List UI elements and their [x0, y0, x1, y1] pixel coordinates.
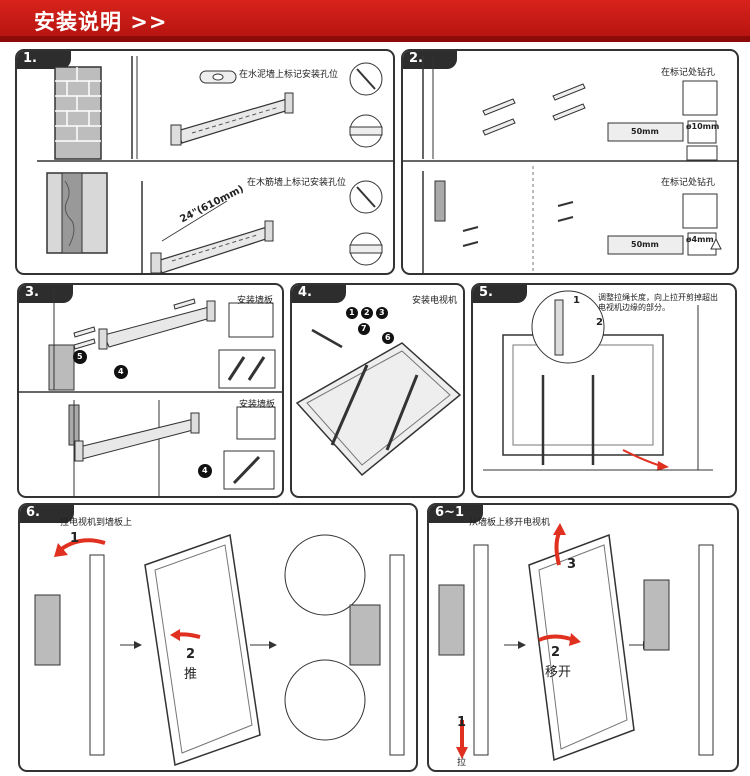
step-5-label-2: 2	[596, 317, 603, 328]
depth-label-top: 50mm	[631, 127, 659, 136]
move-away-label: 移开	[545, 665, 572, 680]
step-6-1-arrow-3-label: 3	[567, 557, 577, 572]
arrow-1	[58, 538, 106, 552]
tv-bracket-left	[330, 364, 369, 446]
step-4-caption: 安装电视机	[412, 296, 458, 306]
step-3-caption-bottom: 安装墙板	[239, 400, 276, 410]
push-label: 推	[184, 667, 198, 682]
step-6-1-caption: 从墙板上移开电视机	[469, 518, 551, 528]
step-1-caption-concrete: 在水泥墙上标记安装孔位	[239, 70, 339, 80]
tv-tilted	[144, 533, 261, 767]
step-6-arrow-2-label: 2	[186, 647, 196, 662]
concrete-wall-sample	[54, 66, 102, 160]
step-1-caption-wood: 在木筋墙上标记安装孔位	[247, 178, 347, 188]
step-4-illustration	[295, 307, 462, 477]
drill-size-top: ø10mm	[686, 122, 720, 131]
tv-back	[295, 342, 462, 477]
anchor-detail	[228, 302, 274, 338]
brick-edge	[48, 344, 75, 391]
tv-bracket-right	[385, 374, 419, 451]
step-2-illustration	[403, 56, 737, 273]
step-2-tag: 2.	[403, 51, 457, 69]
arrow-3	[554, 532, 561, 566]
callout-5-label: 5	[77, 352, 83, 361]
brick-wall	[438, 584, 465, 656]
tv-side	[89, 554, 105, 756]
step-4-tag: 4.	[292, 285, 346, 303]
depth-gauge-top	[607, 122, 684, 142]
step-1-panel: 1.	[15, 49, 395, 275]
cord-detail	[531, 290, 605, 364]
step-6-caption: 挂电视机到墙板上	[60, 518, 133, 528]
callout-3-label: 3	[379, 308, 385, 317]
callout-3	[376, 307, 388, 319]
banner-stripe	[0, 36, 750, 42]
callout-4b	[198, 464, 212, 478]
hook-detail-bottom	[284, 659, 366, 741]
step-6-tag: 6.	[20, 505, 74, 523]
drill-size-bottom: ø4mm	[686, 235, 714, 244]
step-3-panel: 3. 安装墙板 安装墙板 5 4 4	[17, 283, 284, 498]
step-6-panel: 6. 挂电视机到墙板上 1 2 推	[18, 503, 418, 772]
warning-icon	[710, 237, 722, 250]
callout-6-label: 6	[385, 333, 391, 342]
step-6-1-panel: 6~1 从墙板上移开电视机 3 2 移开 1 拉	[427, 503, 739, 772]
step-3-tag: 3.	[19, 285, 73, 303]
step-3-illustration	[19, 290, 282, 496]
wall-plate-bottom	[150, 220, 274, 273]
step-4-panel: 4. 安装电视机 1 2 3 7 6	[290, 283, 465, 498]
callout-2-label: 2	[364, 308, 370, 317]
wall-plate-top	[170, 92, 294, 146]
step-5-caption: 调整拉绳长度，向上拉开剪掉超出电视机边缘的部分。	[598, 293, 718, 312]
step-6-1-tag: 6~1	[429, 505, 483, 523]
callout-6	[382, 332, 394, 344]
step-6-illustration	[34, 533, 405, 767]
step-5-tag: 5.	[473, 285, 527, 303]
callout-1	[346, 307, 358, 319]
screw-detail	[236, 406, 276, 440]
page-title: 安装说明 >>	[34, 10, 168, 34]
brick-pattern	[55, 67, 101, 142]
anchors-box	[218, 349, 276, 389]
step-6-1-illustration	[438, 523, 714, 762]
drill-icon-2	[682, 193, 718, 229]
step-6-arrow-1-label: 1	[70, 531, 80, 546]
step-5-illustration	[483, 290, 713, 471]
drill-bits	[482, 83, 586, 136]
callout-4b-label: 4	[202, 466, 208, 475]
tv-tilted	[528, 533, 635, 762]
step-2-caption-top: 在标记处钻孔	[661, 68, 716, 78]
callout-2	[361, 307, 373, 319]
brick-wall	[34, 594, 61, 666]
callout-7-label: 7	[361, 324, 367, 333]
step-2-caption-bottom: 在标记处钻孔	[661, 178, 716, 188]
step-1-illustration	[37, 56, 393, 273]
callout-1-label: 1	[349, 308, 355, 317]
drill-icon	[682, 80, 718, 116]
pull-label: 拉	[457, 758, 467, 768]
step-6-1-arrow-1-label: 1	[457, 715, 467, 730]
tv-side	[473, 544, 489, 756]
hook-detail-top	[284, 534, 366, 616]
callout-4a-label: 4	[118, 367, 124, 376]
step-2-panel: 2. 在标记处钻孔 在标记处钻孔 50mm ø10mm 50mm ø4mm	[401, 49, 739, 275]
holes-marked	[462, 201, 574, 247]
level-tool	[199, 70, 237, 84]
wall-plate-bottom	[78, 418, 198, 460]
callout-7	[358, 323, 370, 335]
depth-label-bottom: 50mm	[631, 240, 659, 249]
screw-box	[223, 450, 275, 490]
callout-4a	[114, 365, 128, 379]
step-5-panel: 5. 调整拉绳长度，向上拉开剪掉超出电视机边缘的部分。 1 2	[471, 283, 737, 498]
header-banner: 安装说明 >>	[0, 0, 750, 42]
depth-gauge-bottom	[607, 235, 684, 255]
step-3-caption-top: 安装墙板	[237, 296, 274, 306]
wall-plate-top	[103, 306, 215, 348]
callout-5	[73, 350, 87, 364]
step-1-tag: 1.	[17, 51, 71, 69]
step-5-label-1: 1	[573, 295, 580, 306]
step-6-1-arrow-2-label: 2	[551, 645, 561, 660]
